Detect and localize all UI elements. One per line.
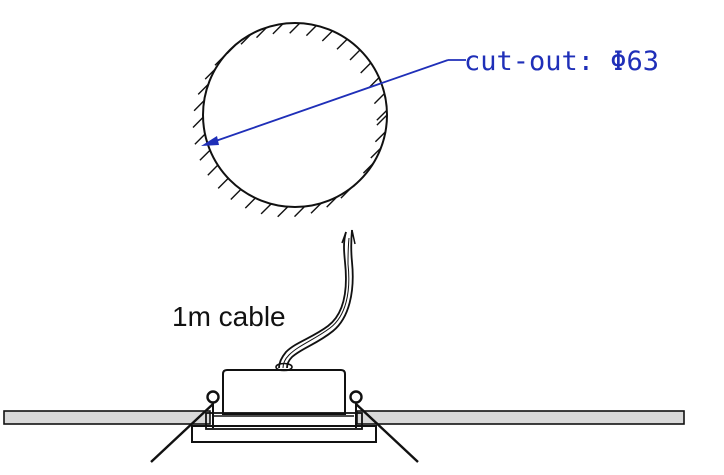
hatch-mark: [321, 30, 333, 42]
spring-clip-left: [150, 390, 220, 463]
ceiling-board-left: [3, 410, 211, 425]
spring-clip-pivot-left: [206, 390, 220, 404]
cutout-circle: [202, 22, 388, 208]
spring-clip-right: [349, 390, 419, 463]
spring-clip-arm-right: [355, 403, 419, 463]
hatch-mark: [207, 164, 219, 176]
leader-line: [206, 59, 449, 145]
cable-wire-a: [278, 231, 347, 369]
hatch-mark: [336, 38, 348, 50]
hatch-mark: [277, 206, 289, 218]
cutout-hatching: [192, 22, 388, 218]
cutout-hole: [192, 22, 388, 218]
hatch-mark: [360, 62, 372, 74]
cutout-dimension-leader: [201, 59, 466, 146]
power-cable: [275, 229, 356, 372]
hatch-mark: [193, 100, 205, 112]
hatch-mark: [256, 27, 268, 39]
hatch-mark: [376, 109, 388, 121]
hatch-mark: [260, 203, 272, 215]
hatch-mark: [244, 197, 256, 209]
hatch-mark: [230, 188, 242, 200]
driver-box: [222, 369, 346, 415]
leader-arrowhead: [201, 136, 219, 146]
ceiling-board-right: [356, 410, 685, 425]
hatch-mark: [373, 93, 385, 105]
hatch-mark: [197, 83, 209, 95]
cable-length-label: 1m cable: [172, 301, 286, 332]
hatch-mark: [272, 23, 284, 35]
hatch-mark: [305, 25, 317, 37]
trim-ring-outer: [191, 425, 377, 443]
spring-clip-pivot-right: [349, 390, 363, 404]
hatch-mark: [194, 133, 206, 145]
hatch-mark: [289, 22, 301, 34]
hatch-mark: [349, 49, 361, 61]
hatch-mark: [310, 202, 322, 214]
cable-wire-b: [286, 229, 354, 369]
hatch-mark: [217, 177, 229, 189]
cable-wire-a-inner: [282, 237, 350, 369]
hatch-mark: [376, 114, 388, 126]
hatch-mark: [294, 206, 306, 218]
cable-end-strands: [341, 229, 356, 245]
hatch-mark: [374, 131, 386, 143]
hatch-mark: [199, 149, 211, 161]
trim-ring-inner: [205, 412, 363, 430]
hatch-mark: [192, 116, 204, 128]
cutout-diameter-label: cut-out: Φ63: [464, 46, 659, 77]
downlight-trim: [191, 412, 377, 443]
spring-clip-arm-left: [150, 403, 214, 463]
